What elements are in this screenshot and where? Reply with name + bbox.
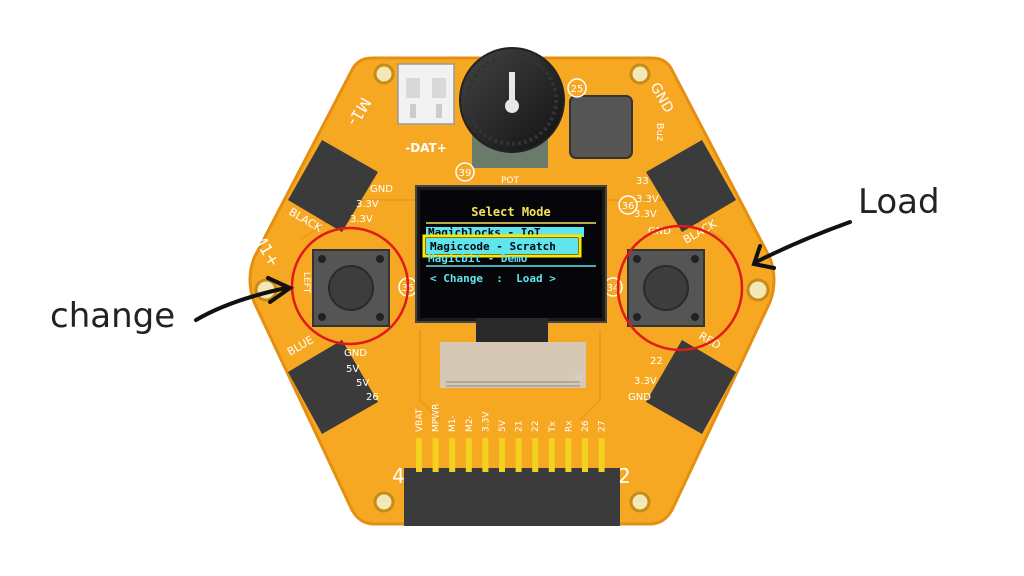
label-5v-1: 5V <box>346 364 359 375</box>
header-pin <box>532 438 539 472</box>
header-pin <box>582 438 588 472</box>
label-33-right: 33 <box>636 176 649 187</box>
label-gnd-low-left: GND <box>344 348 367 359</box>
label-33v-right: 3.3V <box>634 209 657 220</box>
dat-label: -DAT+ <box>405 141 447 155</box>
change-annotation: change <box>50 296 176 336</box>
oled-footer: < Change : Load > <box>430 272 556 285</box>
connector-pin-label: 27 <box>598 421 608 432</box>
left-button-annotation-circle <box>290 226 410 346</box>
pin-25: 25 <box>571 84 584 95</box>
label-left: LEFT <box>301 272 311 294</box>
right-push-button[interactable] <box>627 249 705 327</box>
connector-pin-label: Rx <box>564 420 574 432</box>
connector-pin-label: 3.3V <box>481 411 491 432</box>
label-33v-left-1: 3.3V <box>356 199 379 210</box>
dat-header: -DAT+ <box>397 63 455 155</box>
connector-pin-label: 5V <box>498 419 508 432</box>
label-corner-4: 4 <box>392 464 405 488</box>
buzzer: Buz <box>569 95 665 159</box>
header-pin <box>515 438 522 472</box>
mounting-holes <box>254 63 770 513</box>
connector-pin-label: 22 <box>531 421 541 432</box>
label-gnd-right: GND <box>648 226 671 237</box>
header-pin <box>482 438 489 472</box>
header-pin <box>465 438 472 472</box>
load-annotation: Load <box>858 182 940 222</box>
label-5v-2: 5V <box>356 378 369 389</box>
edge-connectors <box>288 140 736 434</box>
connector-pin-label: M1- <box>448 415 458 432</box>
oled-item-2: Magiccode - Scratch <box>430 240 556 253</box>
header-pin <box>499 438 505 472</box>
potentiometer: POT <box>459 47 565 186</box>
connector-pin-label: Tx <box>548 421 558 433</box>
connector-pin-label: MPWR <box>432 404 442 432</box>
connector-top-right <box>646 140 736 232</box>
header-pin <box>416 438 422 472</box>
label-gnd-low-right: GND <box>628 392 651 403</box>
oled-item-3: Magicbit - Demo <box>428 252 528 265</box>
connector-top-left <box>288 140 378 232</box>
label-corner-2: 2 <box>618 464 631 488</box>
left-push-button[interactable] <box>312 249 390 327</box>
selection-highlight-box <box>422 234 582 258</box>
bottom-pin-header <box>404 438 620 526</box>
header-pin <box>598 438 605 472</box>
connector-bottom-left <box>288 340 378 434</box>
label-33v-low-right: 3.3V <box>634 376 657 387</box>
change-arrow <box>194 276 295 322</box>
right-button-annotation-circle <box>616 224 744 352</box>
connector-pin-label: 26 <box>581 420 591 432</box>
oled-title: Select Mode <box>471 205 550 219</box>
connector-bottom-right <box>646 340 736 434</box>
header-pin <box>565 438 572 472</box>
oled-screen: Select Mode Magicblocks - IoT Magiccode … <box>422 205 596 285</box>
edge-labels: M1- GND M1+ GND 3.3V 3.3V BLACK LEFT BLU… <box>249 80 723 488</box>
label-33v-right-a: 3.3V <box>636 194 659 205</box>
pin-36: 36 <box>622 201 635 212</box>
label-26-left: 26 <box>366 392 379 403</box>
label-22-right: 22 <box>650 356 663 367</box>
pin-39: 39 <box>459 168 472 179</box>
header-pin <box>432 438 439 472</box>
header-pin <box>548 438 555 472</box>
connector-pin-label: 21 <box>515 421 525 432</box>
label-33v-left-2: 3.3V <box>350 214 373 225</box>
connector-pin-labels: VBAT MPWR M1- M2- 3.3V 5V 21 22 Tx Rx 26 27 <box>415 404 608 433</box>
label-gnd-left: GND <box>370 184 393 195</box>
pin-34: 34 <box>607 283 620 294</box>
pot-label: POT <box>501 176 520 186</box>
load-arrow <box>751 220 852 270</box>
buzzer-label: Buz <box>654 123 665 141</box>
connector-pin-label: VBAT <box>415 408 425 432</box>
header-pin <box>449 438 456 472</box>
connector-pin-label: M2- <box>465 415 475 432</box>
